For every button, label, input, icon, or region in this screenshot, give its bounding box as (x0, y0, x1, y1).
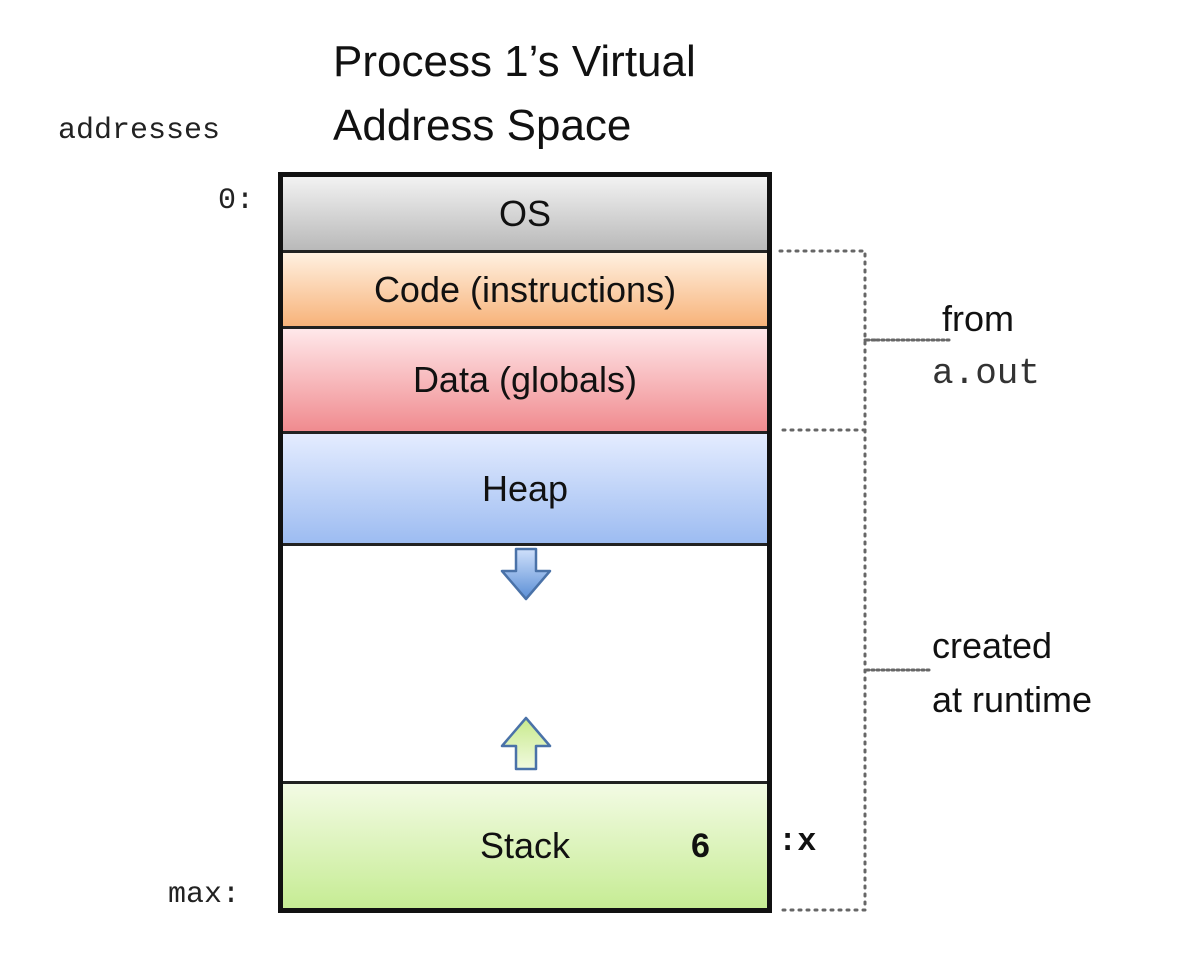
segment-data: Data (globals) (283, 329, 767, 434)
segment-stack-label: Stack (479, 825, 571, 866)
address-max-label: max: (168, 878, 241, 912)
segment-stack: Stack (283, 784, 767, 908)
addresses-label: addresses (58, 114, 221, 148)
bracket-lines (778, 249, 880, 912)
diagram-title-line2: Address Space (333, 101, 632, 150)
stack-variable-value: 6 (691, 827, 710, 865)
annotation-aout: a.out (932, 353, 1041, 394)
annotation-from: from (942, 298, 1014, 339)
arrow-up-icon (500, 716, 552, 771)
segment-heap: Heap (283, 434, 767, 546)
created-connector (865, 668, 933, 672)
segment-heap-label: Heap (481, 467, 569, 509)
segment-code: Code (instructions) (283, 253, 767, 329)
arrow-down-icon (500, 547, 552, 601)
segment-code-label: Code (instructions) (373, 268, 677, 310)
stack-variable-name: :x (778, 823, 817, 860)
segment-os-label: OS (498, 192, 551, 234)
address-space-frame: OS Code (instructions) Data (globals) He… (278, 172, 772, 913)
address-start-label: 0: (218, 184, 255, 218)
segment-data-label: Data (globals) (412, 359, 638, 400)
diagram-title-line1: Process 1’s Virtual (333, 37, 696, 86)
annotation-created: created (932, 625, 1053, 666)
segment-os: OS (283, 177, 767, 253)
bracket-created-runtime (778, 428, 867, 912)
annotation-at-runtime: at runtime (932, 679, 1093, 720)
from-connector (865, 338, 951, 342)
bracket-from-aout (778, 249, 867, 432)
